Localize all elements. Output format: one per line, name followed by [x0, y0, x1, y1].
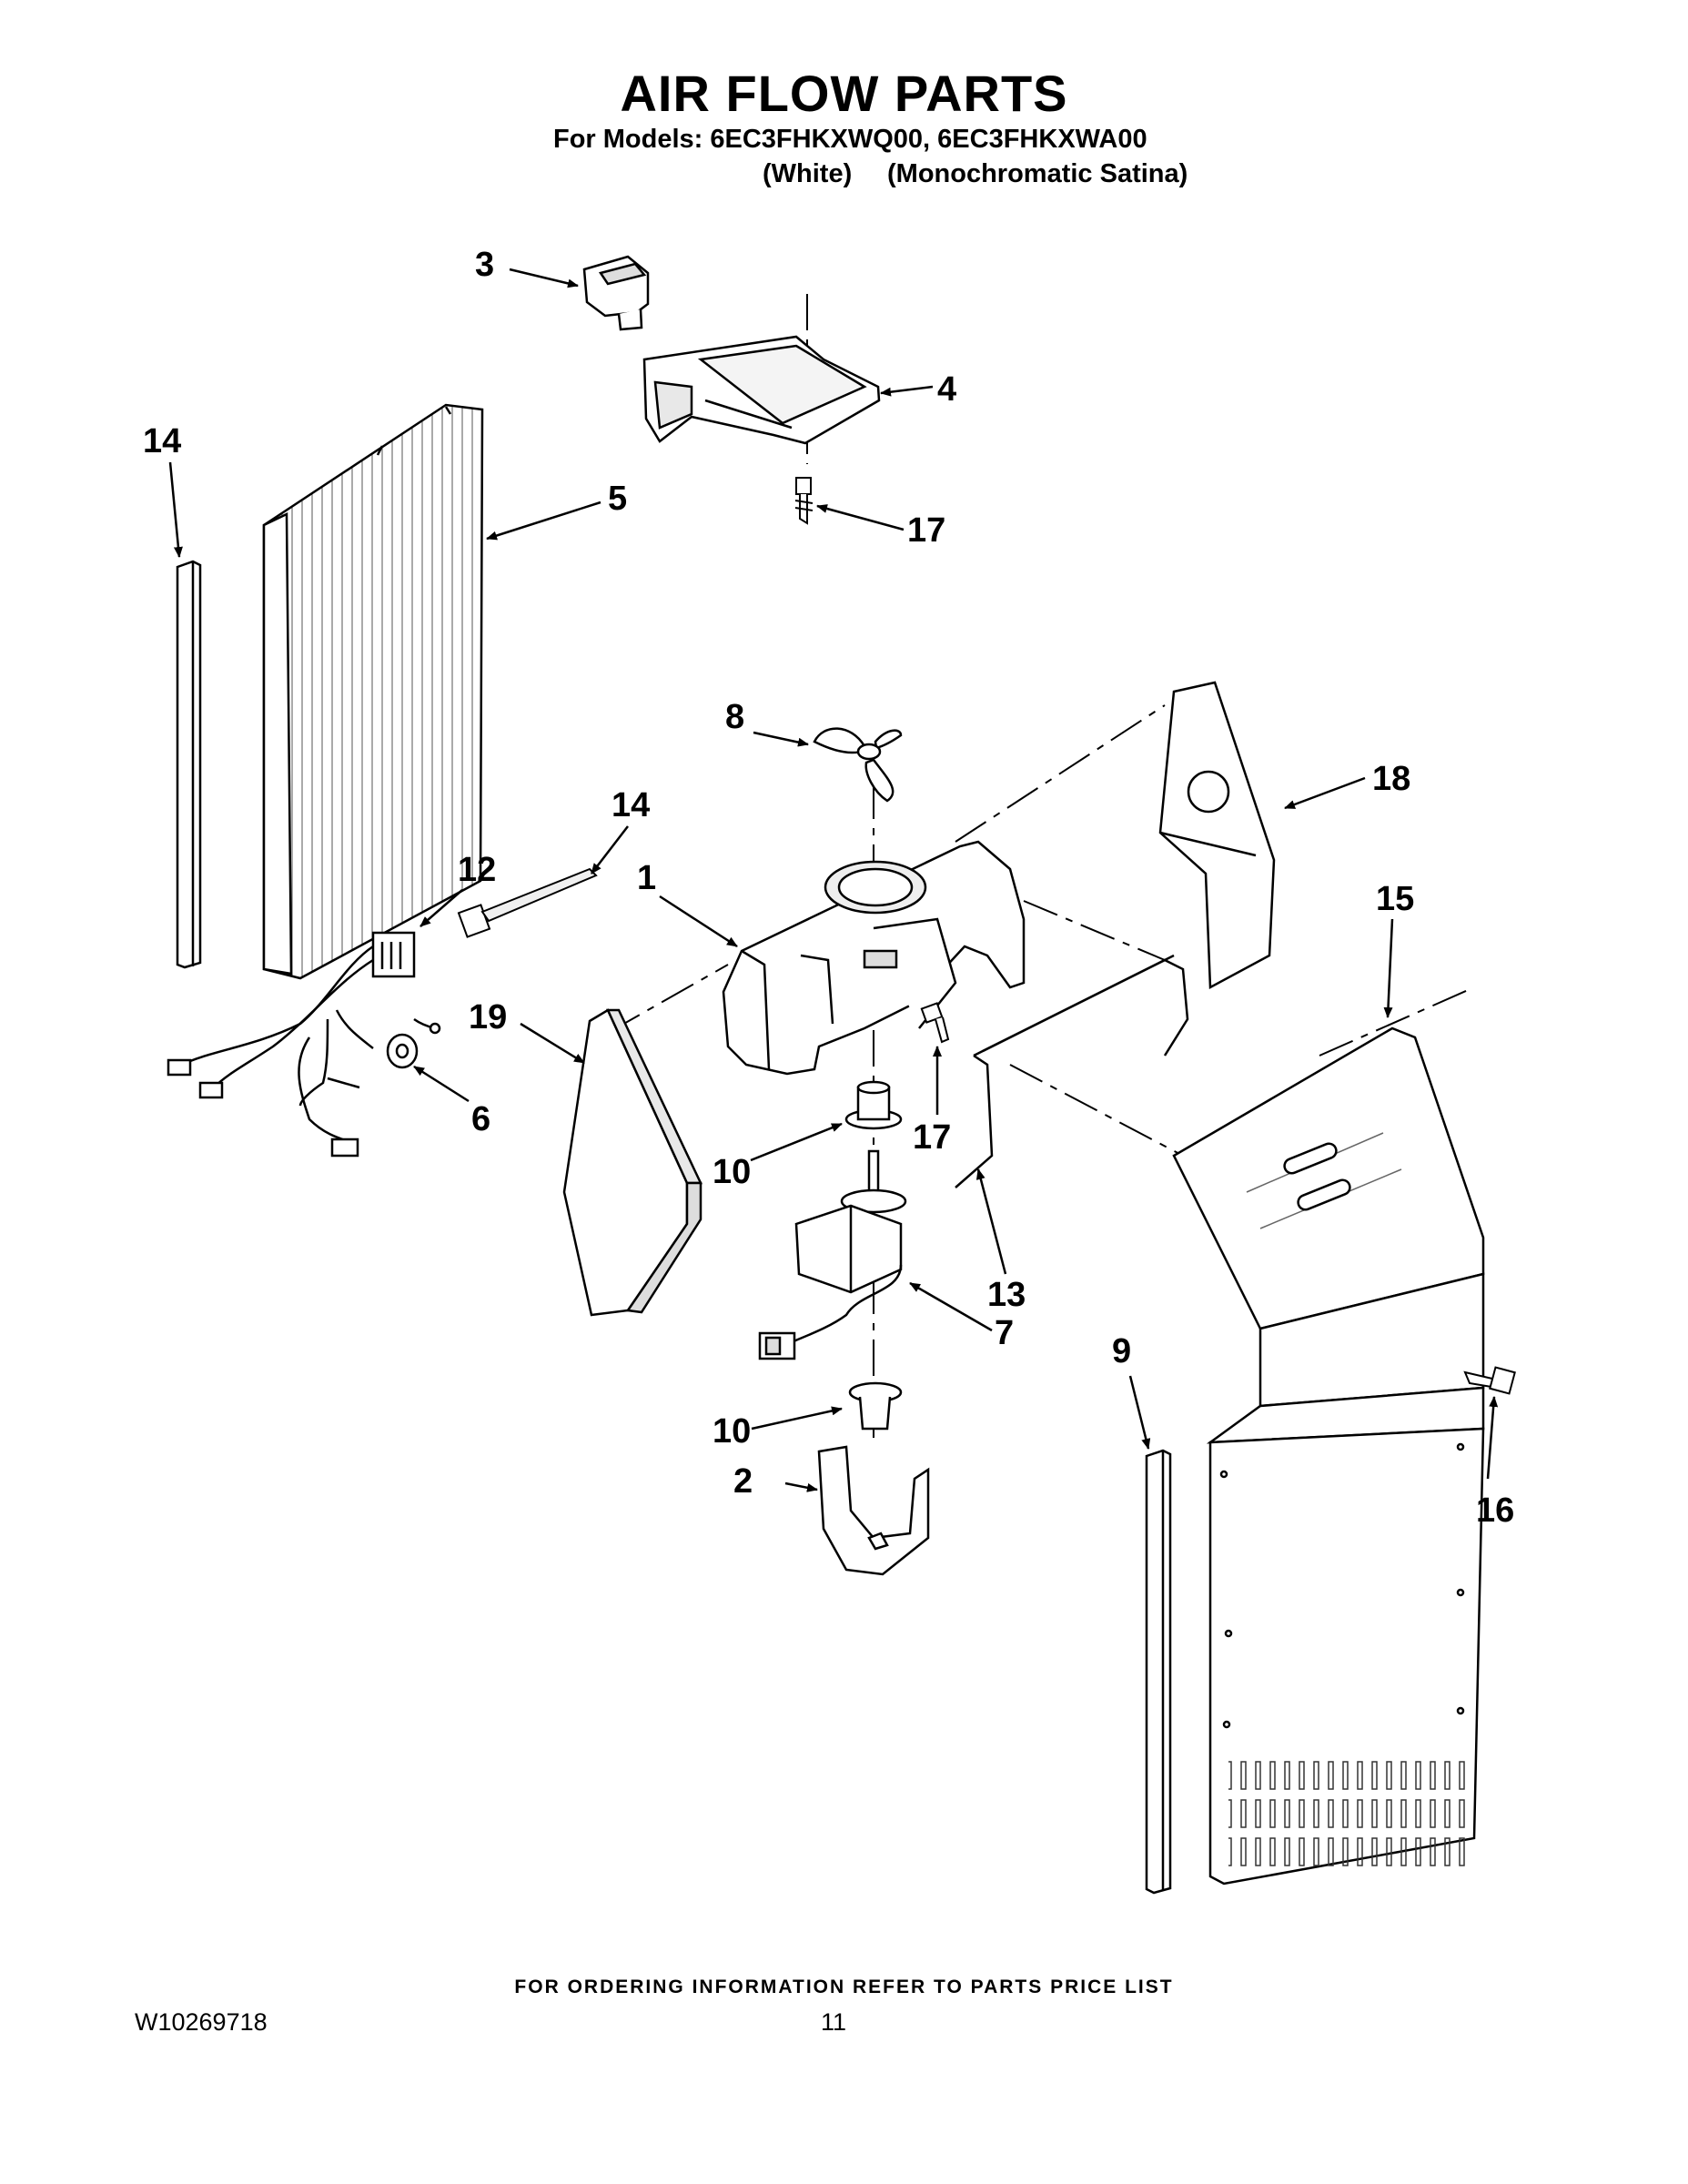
variant-satina-label: (Monochromatic Satina) — [887, 159, 1188, 188]
ordering-note: FOR ORDERING INFORMATION REFER TO PARTS … — [514, 1977, 1174, 1997]
part-8-fan-blade — [814, 729, 901, 801]
document-number: W10269718 — [135, 2008, 268, 2036]
part-14-tie-wrap — [459, 869, 596, 937]
callout-labels: 3 4 5 17 14 8 18 14 12 1 15 19 6 10 17 1… — [143, 246, 1514, 1530]
part-14-foam-strip-left — [177, 561, 200, 967]
callout-1: 1 — [637, 859, 656, 897]
callout-14-left: 14 — [143, 422, 181, 460]
page-number: 11 — [821, 2008, 847, 2036]
callout-5: 5 — [608, 480, 627, 518]
part-19-left-baffle — [564, 1010, 701, 1315]
callout-17-lower: 17 — [913, 1118, 951, 1157]
callout-12: 12 — [458, 851, 496, 889]
callout-6: 6 — [471, 1100, 490, 1138]
part-17-screw-lower — [922, 1003, 948, 1042]
part-18-right-baffle — [1160, 682, 1274, 987]
callout-7: 7 — [995, 1314, 1014, 1352]
part-7-fan-motor — [760, 1151, 905, 1359]
callout-16: 16 — [1476, 1491, 1514, 1530]
part-5-evaporator-panel — [264, 405, 482, 978]
callout-8: 8 — [725, 698, 744, 736]
callout-14-tie: 14 — [612, 786, 650, 824]
part-10-grommet-upper — [846, 1082, 901, 1128]
page-title: AIR FLOW PARTS — [620, 65, 1068, 122]
part-9-foam-strip-right — [1147, 1451, 1170, 1893]
models-line: For Models: 6EC3FHKXWQ00, 6EC3FHKXWA00 — [553, 125, 1147, 154]
part-2-motor-bracket — [819, 1447, 928, 1574]
callout-19: 19 — [469, 998, 507, 1036]
part-17-screw-upper — [795, 478, 813, 523]
callout-18: 18 — [1372, 760, 1410, 798]
callout-17-upper: 17 — [907, 511, 945, 550]
callout-15: 15 — [1376, 880, 1414, 918]
part-12-wire-harness — [168, 933, 440, 1156]
callout-10-lower: 10 — [713, 1412, 751, 1451]
part-15-air-tower-cover — [1174, 1028, 1483, 1884]
variant-white-label: (White) — [763, 159, 853, 188]
part-13-wire-guard — [955, 956, 1188, 1188]
callout-2: 2 — [733, 1462, 753, 1501]
callout-9: 9 — [1112, 1332, 1131, 1370]
callout-10-upper: 10 — [713, 1153, 751, 1191]
callout-4: 4 — [937, 370, 956, 409]
part-16-screw — [1465, 1368, 1515, 1394]
part-1-fan-housing — [723, 842, 1024, 1074]
part-4-upper-duct — [644, 337, 879, 443]
callout-3: 3 — [475, 246, 494, 284]
part-10-grommet-lower — [850, 1383, 901, 1429]
callout-13: 13 — [987, 1276, 1026, 1314]
leader-arrows — [168, 268, 1499, 1492]
part-3-damper — [584, 257, 648, 329]
